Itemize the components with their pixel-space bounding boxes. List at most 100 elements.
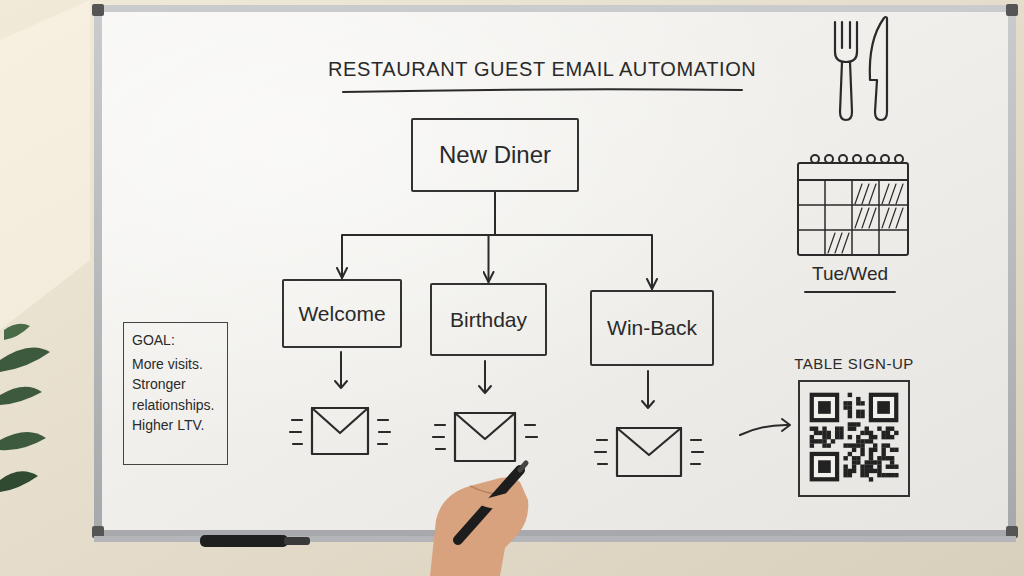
qr-module <box>877 469 881 473</box>
qr-module <box>873 435 877 439</box>
qr-finder <box>818 401 831 414</box>
calendar-icon-part <box>825 155 833 163</box>
qr-module <box>865 460 869 464</box>
flow-arrow <box>495 192 652 289</box>
send-arrows-part <box>642 371 654 408</box>
title-underline <box>343 89 742 92</box>
tray-marker-part <box>284 537 310 545</box>
flow-arrow <box>342 192 495 278</box>
qr-module <box>843 456 847 460</box>
qr-module <box>860 401 864 405</box>
envelope-icons-part <box>595 440 703 464</box>
calendar-icon-part <box>855 208 903 228</box>
qr-module <box>848 410 852 414</box>
envelope-icons-part <box>455 413 515 439</box>
qr-module <box>881 456 885 460</box>
qr-module <box>856 410 860 414</box>
envelope-icons <box>290 408 703 476</box>
qr-module <box>894 465 898 469</box>
qr-module <box>856 401 860 405</box>
qr-module <box>869 435 873 439</box>
calendar-icon-part <box>828 233 849 253</box>
qr-module <box>856 443 860 447</box>
qr-module <box>881 431 885 435</box>
qr-code-pattern <box>800 382 908 495</box>
qr-module <box>856 435 860 439</box>
qr-module <box>860 443 864 447</box>
qr-module <box>873 460 877 464</box>
qr-module <box>848 405 852 409</box>
qr-module <box>869 456 873 460</box>
qr-module <box>843 465 847 469</box>
title-underline-part <box>343 89 742 92</box>
qr-module <box>814 431 818 435</box>
qr-module <box>856 414 860 418</box>
flow-box: Birthday <box>430 283 547 356</box>
qr-module <box>843 405 847 409</box>
calendar-icon-part <box>881 155 889 163</box>
qr-module <box>843 469 847 473</box>
qr-module <box>822 443 826 447</box>
qr-module <box>848 469 852 473</box>
qr-module <box>890 426 894 430</box>
qr-finder <box>877 401 890 414</box>
send-arrows-part <box>479 361 491 393</box>
tray-marker <box>200 535 310 547</box>
qr-module <box>860 431 864 435</box>
goal-text: More visits. Stronger relationships. Hig… <box>132 354 219 435</box>
hand-with-marker-part <box>430 478 528 576</box>
qr-module <box>852 422 856 426</box>
qr-module <box>810 439 814 443</box>
qr-module <box>852 469 856 473</box>
qr-module <box>848 401 852 405</box>
qr-module <box>827 443 831 447</box>
goal-heading: GOAL: <box>132 332 219 348</box>
flow-box: Welcome <box>282 279 402 348</box>
hand-with-marker-part <box>474 490 519 509</box>
qr-module <box>890 448 894 452</box>
board-frame-part <box>102 12 1008 530</box>
board-frame-part <box>92 4 104 16</box>
qr-module <box>869 439 873 443</box>
hand-with-marker-part <box>458 470 520 540</box>
qr-module <box>873 448 877 452</box>
envelope-icons-part <box>455 413 515 461</box>
calendar-icon-part <box>825 180 879 255</box>
qr-module <box>890 456 894 460</box>
qr-finder <box>873 397 894 418</box>
qr-module <box>869 469 873 473</box>
qr-module <box>848 452 852 456</box>
qr-module <box>877 456 881 460</box>
calendar-icon-part <box>798 163 908 255</box>
qr-module <box>848 422 852 426</box>
qr-module <box>860 469 864 473</box>
qr-module <box>881 435 885 439</box>
qr-module <box>843 401 847 405</box>
calendar-icon-part <box>811 155 819 163</box>
calendar-icon-part <box>855 184 903 204</box>
qr-module <box>881 473 885 477</box>
qr-module <box>894 431 898 435</box>
qr-module <box>886 443 890 447</box>
qr-module <box>856 439 860 443</box>
qr-finder <box>869 393 899 423</box>
calendar-icon-part <box>867 155 875 163</box>
qr-module <box>852 460 856 464</box>
fork-knife-icon <box>835 17 887 120</box>
qr-module <box>835 426 839 430</box>
calendar-icon-part <box>895 155 903 163</box>
qr-module <box>839 431 843 435</box>
qr-module <box>843 473 847 477</box>
qr-module <box>886 426 890 430</box>
plant-part <box>0 471 38 492</box>
plant <box>0 324 50 492</box>
qr-module <box>886 431 890 435</box>
qr-module <box>860 465 864 469</box>
plant-part <box>4 324 30 340</box>
qr-module <box>890 465 894 469</box>
qr-code-box: TABLE SIGN-UP <box>798 380 910 497</box>
